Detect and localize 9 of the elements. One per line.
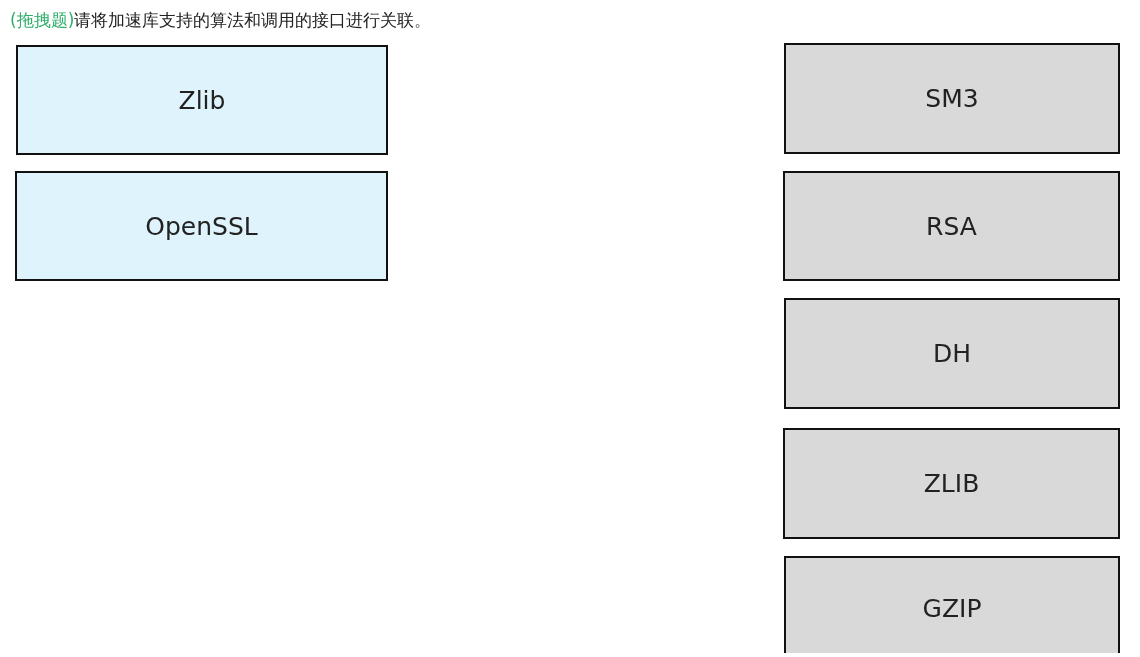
drop-target-box: RSA — [783, 171, 1120, 281]
drop-target-box: DH — [784, 298, 1120, 409]
drop-target-box: SM3 — [784, 43, 1120, 154]
drag-option-box: Zlib — [16, 45, 388, 155]
drag-option-box: OpenSSL — [15, 171, 388, 281]
drop-target-box: GZIP — [784, 556, 1120, 653]
question-text: 请将加速库支持的算法和调用的接口进行关联。 — [74, 10, 432, 30]
question-type-tag: (拖拽题) — [10, 10, 75, 30]
drop-target-box: ZLIB — [783, 428, 1120, 539]
